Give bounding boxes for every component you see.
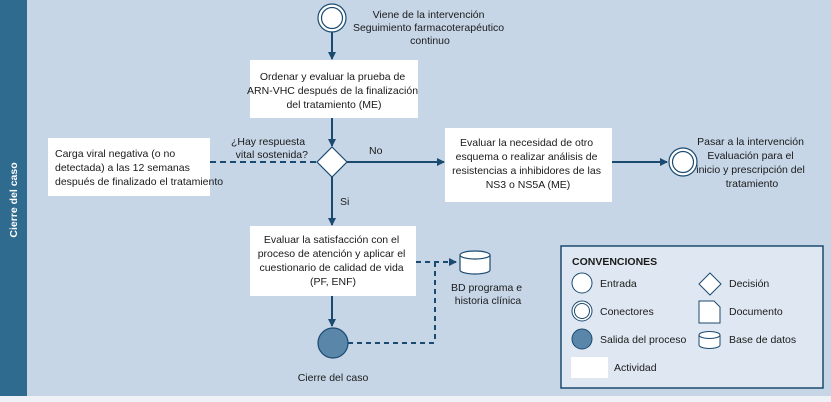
legend-entry-circle-icon <box>571 272 593 294</box>
activity-satisfaction-label: Evaluar la satisfacción con el proceso d… <box>258 234 409 288</box>
legend-title: CONVENCIONES <box>572 256 657 268</box>
legend: CONVENCIONES Entrada Conectores Salida d… <box>560 245 824 389</box>
activity-order-test-label: Ordenar y evaluar la prueba de ARN-VHC d… <box>247 71 421 111</box>
swimlane-label: Cierre del caso <box>8 162 20 237</box>
yes-label: Si <box>340 196 349 208</box>
legend-decision-icon <box>698 272 722 296</box>
end-connector <box>668 147 698 177</box>
end-connector-label: Pasar a la intervención Evaluación para … <box>696 136 807 190</box>
activity-satisfaction <box>250 226 416 296</box>
legend-document-icon <box>698 300 721 324</box>
no-label: No <box>369 145 383 157</box>
database-icon <box>459 250 491 275</box>
activity-evaluate-scheme-label: Evaluar la necesidad de otro esquema o r… <box>452 137 604 191</box>
legend-salida: Salida del proceso <box>600 334 687 346</box>
dashed-data-links <box>348 258 457 344</box>
legend-actividad: Actividad <box>614 362 657 374</box>
start-connector-label: Viene de la intervención Seguimiento far… <box>353 9 507 47</box>
legend-entrada: Entrada <box>600 278 637 290</box>
activity-evaluate-scheme <box>445 128 612 202</box>
process-exit <box>317 327 349 359</box>
note-viral-load-label: Carga viral negativa (o no detectada) a … <box>55 148 223 188</box>
start-connector <box>317 3 347 33</box>
legend-documento: Documento <box>729 306 783 318</box>
database-label: BD programa e historia clínica <box>451 282 525 307</box>
legend-conectores: Conectores <box>600 306 654 318</box>
decision-question: ¿Hay respuesta vital sostenida? <box>231 136 308 161</box>
process-exit-label: Cierre del caso <box>298 372 369 384</box>
legend-activity-icon <box>571 357 608 378</box>
legend-exit-icon <box>571 328 593 350</box>
legend-decision: Decisión <box>729 278 769 290</box>
legend-base-datos: Base de datos <box>729 334 796 346</box>
activity-order-test <box>250 60 418 118</box>
note-viral-load <box>48 138 210 196</box>
swimlane-header <box>0 0 27 396</box>
